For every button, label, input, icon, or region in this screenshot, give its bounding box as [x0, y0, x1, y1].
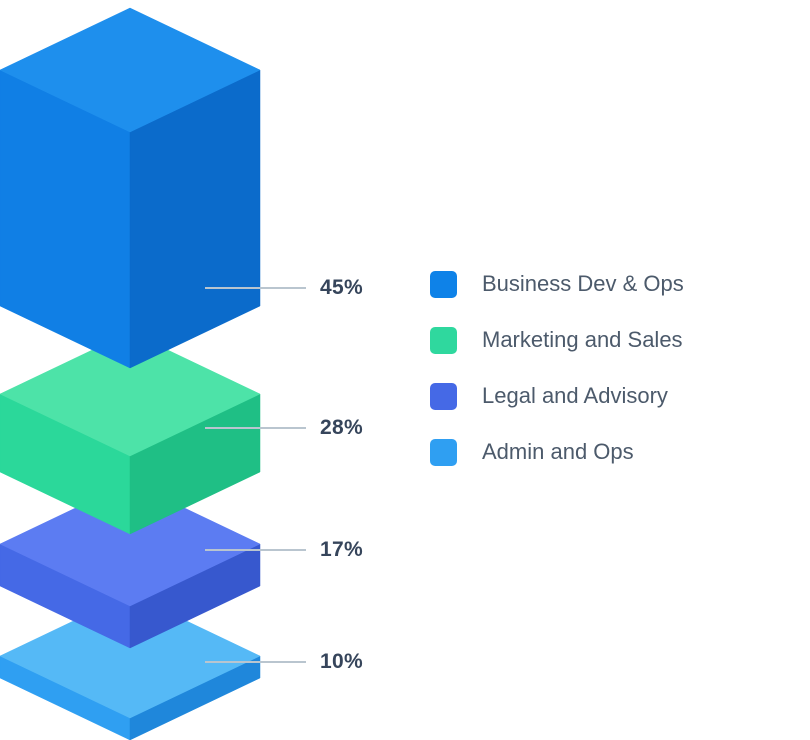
legend-item-business-dev-ops: Business Dev & Ops: [430, 270, 684, 298]
legend-swatch: [430, 326, 457, 354]
callout-line: [205, 549, 306, 551]
legend: Business Dev & Ops Marketing and Sales L…: [430, 270, 684, 466]
legend-item-legal-advisory: Legal and Advisory: [430, 382, 684, 410]
legend-item-marketing-sales: Marketing and Sales: [430, 326, 684, 354]
legend-label: Business Dev & Ops: [482, 271, 684, 296]
callout-business-dev-ops: 45%: [205, 276, 363, 300]
percent-label: 28%: [320, 416, 363, 439]
callout-line: [205, 661, 306, 663]
percent-label: 17%: [320, 538, 363, 561]
callout-line: [205, 287, 306, 289]
legend-item-admin-ops: Admin and Ops: [430, 438, 684, 466]
callout-marketing-sales: 28%: [205, 416, 363, 440]
legend-label: Legal and Advisory: [482, 383, 668, 408]
percent-label: 10%: [320, 650, 363, 673]
callout-admin-ops: 10%: [205, 650, 363, 674]
percent-label: 45%: [320, 276, 363, 299]
legend-swatch: [430, 438, 457, 466]
legend-swatch: [430, 270, 457, 298]
legend-label: Marketing and Sales: [482, 327, 683, 352]
callout-legal-advisory: 17%: [205, 538, 363, 562]
callout-line: [205, 427, 306, 429]
legend-label: Admin and Ops: [482, 439, 634, 464]
legend-swatch: [430, 382, 457, 410]
